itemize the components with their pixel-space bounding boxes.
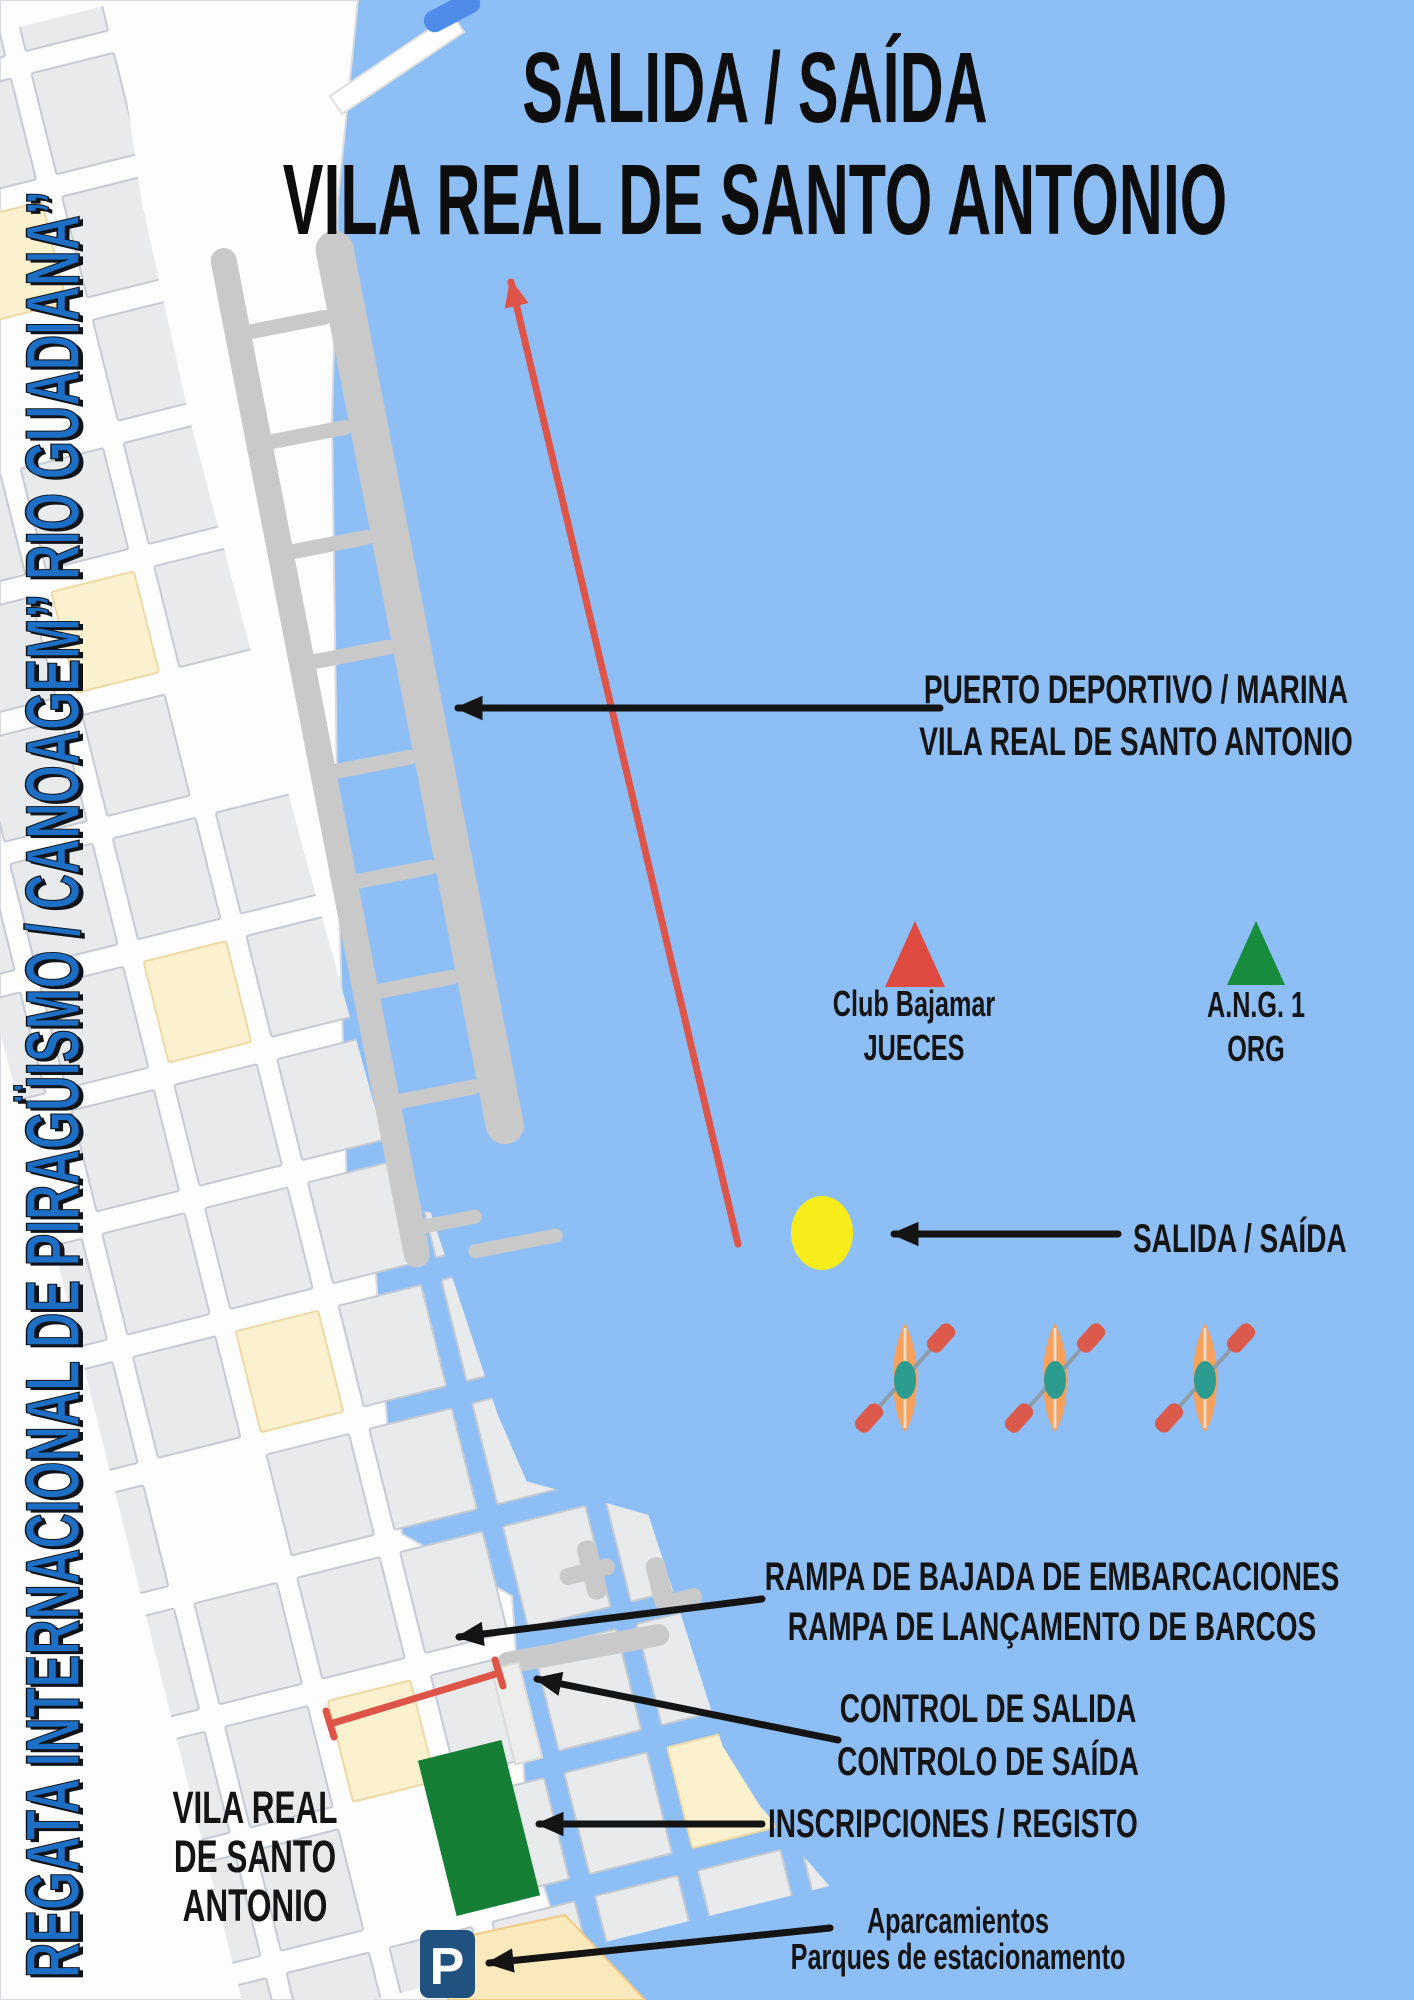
title-line2: VILA REAL DE SANTO ANTONIO: [282, 144, 1228, 256]
label-start: SALIDA / SAÍDA: [1133, 1217, 1347, 1261]
marina-pier: [210, 230, 563, 1268]
label-registration: INSCRIPCIONES / REGISTO: [768, 1802, 1138, 1846]
label-parking: Aparcamientos Parques de estacionamento: [790, 1900, 1126, 1977]
page-title: SALIDA / SAÍDA VILA REAL DE SANTO ANTONI…: [283, 32, 1227, 256]
north-pier: [328, 12, 466, 116]
label-town: VILA REAL DE SANTO ANTONIO: [172, 1782, 338, 1931]
control-arrow: [533, 1671, 842, 1744]
parking-arrow: [485, 1924, 834, 1973]
label-ramp: RAMPA DE BAJADA DE EMBARCACIONES RAMPA D…: [764, 1555, 1340, 1649]
label-org: A.N.G. 1 ORG: [1206, 984, 1306, 1069]
start-circle: [791, 1196, 853, 1270]
parking-letter: P: [430, 1938, 465, 1996]
ramp-arrow: [455, 1595, 766, 1647]
route-arrow: [504, 278, 742, 1248]
judges-triangle: [885, 921, 945, 987]
j-dock: [645, 1557, 703, 1613]
registration-marker: [417, 1739, 541, 1917]
title-line1: SALIDA / SAÍDA: [522, 32, 988, 144]
launch-pontoon: [496, 1624, 670, 1674]
ramp-docks: [496, 1540, 703, 1674]
label-judges: Club Bajamar JUECES: [832, 983, 996, 1068]
pier-fingers: [244, 309, 481, 1109]
label-start-control: CONTROL DE SALIDA CONTROLO DE SAÍDA: [837, 1687, 1139, 1784]
stub-dock: [468, 1228, 563, 1259]
control-gate: [322, 1656, 507, 1741]
main-pontoon: [315, 230, 524, 1145]
stub-dock: [410, 1209, 482, 1235]
label-marina: PUERTO DEPORTIVO / MARINA VILA REAL DE S…: [919, 668, 1353, 764]
parking-icon: P: [420, 1930, 475, 1998]
t-dock: [559, 1540, 615, 1600]
event-banner: REGATA INTERNACIONAL DE PIRAGÜISMO / CAN…: [10, 190, 96, 1979]
org-triangle: [1227, 921, 1285, 985]
boat-icon: [423, 0, 481, 33]
quay-edge: [210, 248, 430, 1268]
